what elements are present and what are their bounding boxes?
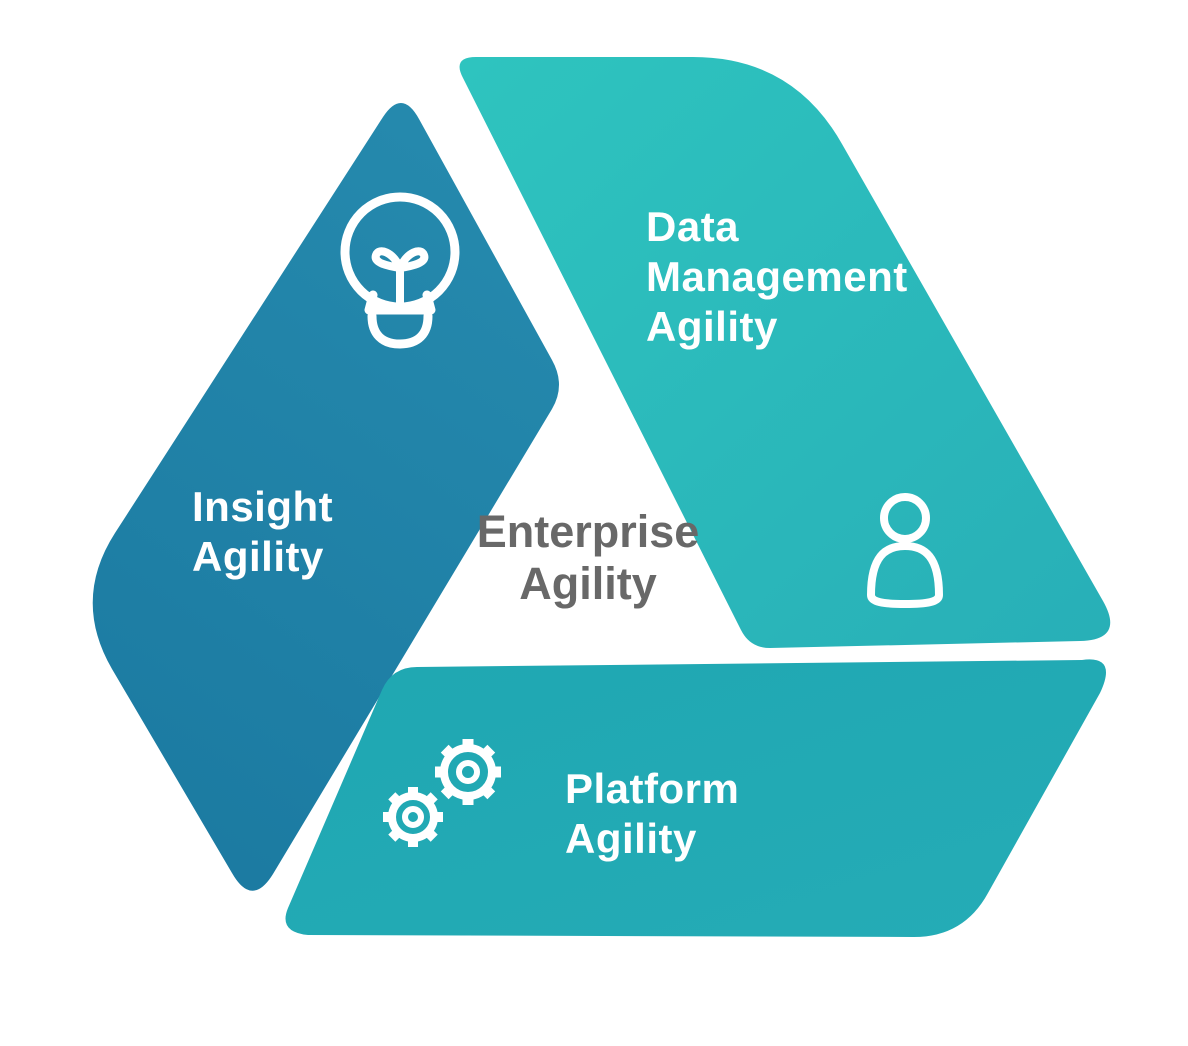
person-head [880, 493, 930, 543]
gear-large-teeth [435, 739, 501, 805]
lightbulb-filament [371, 247, 429, 309]
gear-small-teeth [383, 787, 443, 847]
enterprise-agility-center-label: Enterprise Agility [476, 506, 700, 609]
insight-agility-label: Insight Agility [192, 483, 334, 580]
segment-data-management-agility [459, 57, 1111, 648]
person-body [867, 542, 943, 608]
gear-large-hole [456, 760, 480, 784]
lightbulb-icon [340, 192, 460, 349]
person-icon [867, 493, 943, 608]
gear-small-hole [402, 806, 424, 828]
segment-platform-agility [285, 659, 1106, 937]
platform-agility-label: Platform Agility [565, 765, 740, 862]
lightbulb-neck [364, 290, 436, 315]
lightbulb-base [367, 311, 433, 349]
segment-insight-agility [92, 102, 559, 891]
data-management-agility-label: Data Management Agility [646, 203, 908, 350]
gears-icon [383, 739, 501, 847]
